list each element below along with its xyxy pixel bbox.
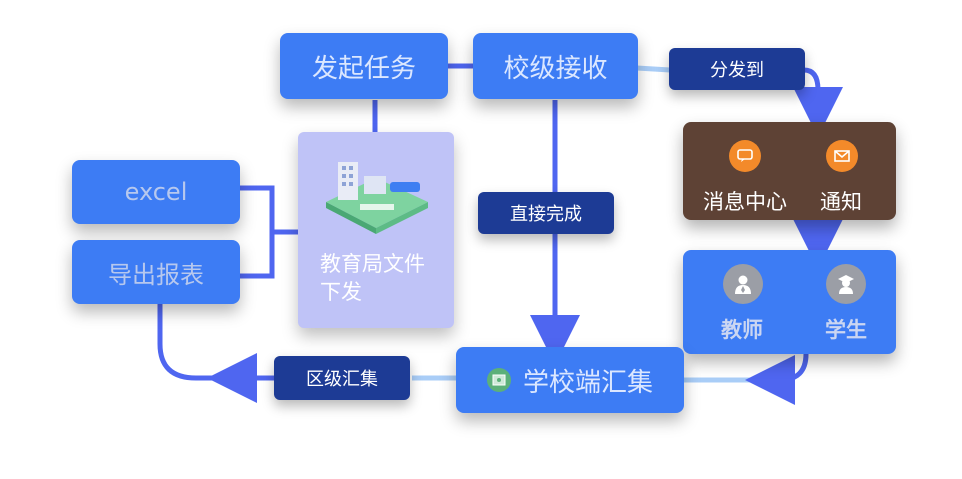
school-receive-node[interactable]: 校级接收: [473, 33, 638, 99]
edge-district-export: [157, 302, 274, 381]
district-collect-edge-label: 区级汇集: [274, 356, 410, 400]
school-collect-label: 学校端汇集: [522, 367, 653, 398]
edge-distribute-message: [793, 67, 843, 137]
student-label: 学生: [825, 318, 867, 342]
edge-people-collect: [684, 353, 809, 383]
start-task-node[interactable]: 发起任务: [280, 33, 448, 99]
edge-people-collect-arrow: [745, 353, 809, 405]
message-center-panel[interactable]: 消息中心 通知: [683, 122, 896, 220]
chat-icon: [729, 140, 761, 172]
district-collect-label: 区级汇集: [306, 369, 378, 390]
excel-node[interactable]: excel: [72, 160, 240, 224]
teacher-icon: [723, 264, 763, 304]
edge-doc-export: [240, 229, 298, 279]
direct-complete-edge-label: 直接完成: [478, 192, 614, 234]
distribute-edge-label: 分发到: [669, 48, 805, 90]
document-issue-label: 教育局文件下发: [320, 252, 425, 304]
collect-icon: [486, 368, 511, 392]
message-center-label: 消息中心: [703, 190, 787, 214]
distribute-label: 分发到: [710, 60, 764, 81]
student-icon: [826, 264, 866, 304]
direct-complete-label: 直接完成: [510, 204, 582, 225]
school-receive-label: 校级接收: [503, 53, 608, 84]
excel-label: excel: [124, 178, 188, 206]
recipients-panel[interactable]: 教师 学生: [683, 250, 896, 354]
envelope-icon: [826, 140, 858, 172]
export-report-label: 导出报表: [108, 260, 204, 289]
edge-doc-excel: [240, 185, 275, 232]
building-illustration-icon: [326, 162, 428, 234]
notify-label: 通知: [820, 190, 862, 214]
export-report-node[interactable]: 导出报表: [72, 240, 240, 304]
document-issue-card[interactable]: 教育局文件下发: [298, 132, 454, 328]
teacher-label: 教师: [721, 318, 763, 342]
start-task-label: 发起任务: [311, 53, 416, 84]
edge-receive-distribute: [636, 65, 671, 73]
school-collect-node[interactable]: 学校端汇集: [456, 347, 684, 413]
